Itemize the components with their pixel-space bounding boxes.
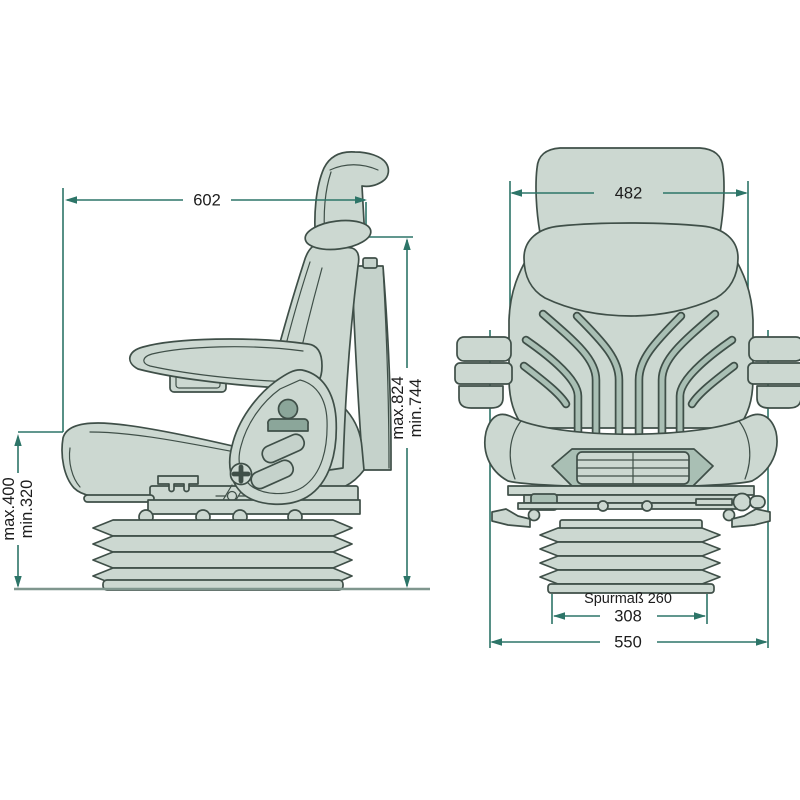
adjuster-lever [157,475,199,493]
groove-channel [689,363,737,407]
bellows-fold [92,519,353,537]
headrest-roll [304,219,372,251]
bellows-base-plate [547,583,715,594]
pivot-bolt-right [722,508,736,522]
side-view: 602 max.824 min.744 max.400 min.320 [0,151,430,591]
bellows-fold [539,555,721,571]
dimension-308: Spurmaß 260 308 [551,591,708,626]
arrow-left-icon [490,638,502,646]
adjuster-ball-knob [732,492,752,512]
arrow-up-icon [14,434,22,446]
arrow-up-icon [403,238,411,250]
arrow-right-icon [756,638,768,646]
dim-label-rail-width: 308 [614,608,642,626]
backrest-panel-seam [382,267,390,469]
dim-label-suspension-min: min.320 [18,480,36,539]
dim-label-height-max: max.824 [389,376,407,439]
pivot-plate [228,369,338,506]
recline-screw-cross-icon [231,464,251,484]
arrow-down-icon [14,576,22,588]
bellows-fold [539,527,721,543]
mount-hook-left [491,508,531,528]
arrow-left-icon [510,189,522,197]
mount-hook-right [731,508,771,528]
suspension-mechanism [491,485,771,528]
suspension-bellows-side [92,519,353,591]
armrest-inner-seam [143,346,304,383]
arrow-left-icon [65,196,77,204]
backrest-rear-panel [351,265,392,471]
bellows-fold [92,551,353,569]
dimension-height: max.824 min.744 [389,238,425,588]
seat-cushion-front-seam [68,447,81,488]
seat-occupant-knob-head [277,398,299,420]
seat-occupant-knob-body [267,418,309,432]
dim-label-width: 602 [193,192,221,210]
front-view: 482 Spurmaß 260 308 550 [454,147,800,652]
dim-label-height-min: min.744 [407,379,425,438]
bellows-fold [539,541,721,557]
arrow-right-icon [736,189,748,197]
adjuster-rod [695,498,733,506]
pivot-bolt-left [527,508,541,522]
dimension-482: 482 [510,185,748,203]
dim-label-track: Spurmaß 260 [584,591,672,607]
backrest-panel-tab [362,257,378,269]
cushion-bolster-seam-right [738,420,751,480]
bellows-fold [539,569,721,585]
seat-grill [551,448,714,487]
backrest-upper-pad [523,222,739,317]
headrest-crest-seam [329,164,379,171]
groove-channel [521,363,569,407]
pivot-window-1 [261,433,306,464]
dim-label-headrest-width: 482 [615,185,643,203]
dim-label-overall-width: 550 [614,634,642,652]
bolt-hole [641,500,653,512]
pivot-window-2 [250,459,295,490]
arrow-right-icon [694,612,706,620]
armrest-flap-right [747,336,800,409]
dimension-suspension-height: max.400 min.320 [0,434,36,588]
bellows-fold [92,535,353,553]
suspension-bellows-front [539,519,721,594]
pivot-plate-inner [238,379,328,495]
slide-rail-bar [83,494,155,503]
armrest-side [129,338,323,390]
cushion-bolster-seam-left [509,420,522,480]
adjuster-end-cap [749,495,766,509]
pivot-mechanism [228,369,338,506]
dim-label-suspension-max: max.400 [0,477,18,540]
armrest-flap-left [454,336,513,409]
bolt-hole [597,500,609,512]
roller-plate [147,499,361,515]
arrow-left-icon [553,612,565,620]
dimension-550: 550 [490,634,768,652]
dimension-602: 602 [65,192,367,210]
arrow-right-icon [355,196,367,204]
arrow-down-icon [403,576,411,588]
